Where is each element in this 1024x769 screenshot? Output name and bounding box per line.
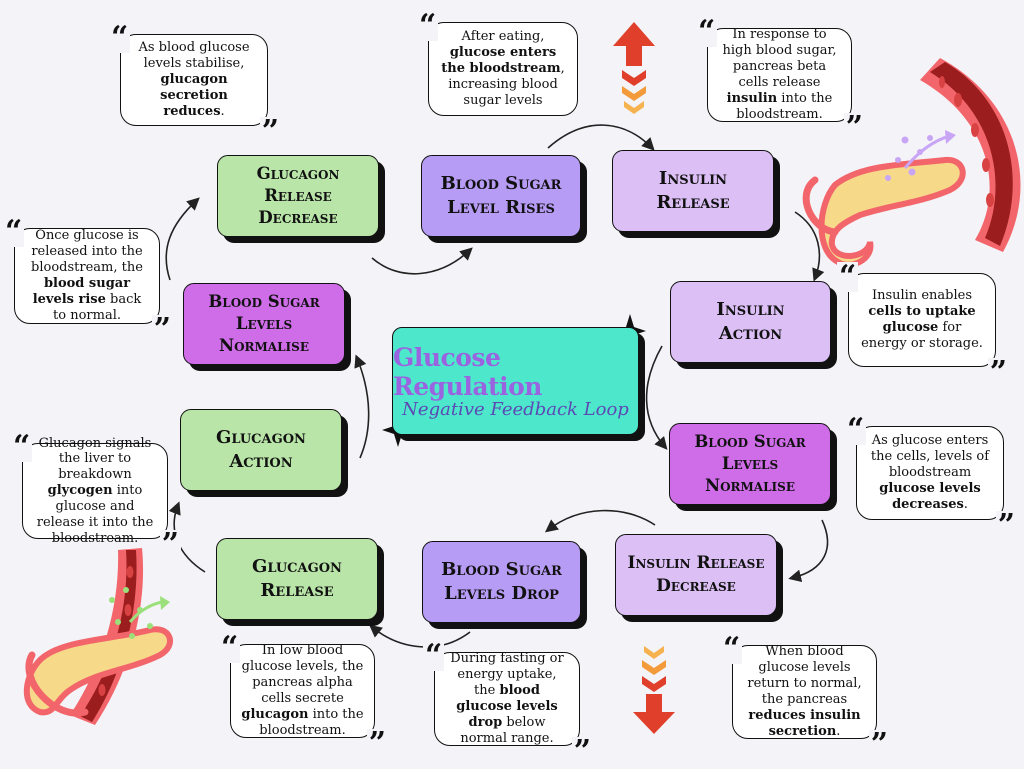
connector-action-to-normalise xyxy=(645,345,668,450)
open-quote-icon: “ xyxy=(109,20,131,55)
connector-normalise-to-decrease xyxy=(788,519,829,583)
open-quote-icon: “ xyxy=(845,412,867,447)
open-quote-icon: “ xyxy=(696,14,718,49)
note-normalise-right: “ As glucose enters the cells, levels of… xyxy=(845,412,1017,543)
note-glucagon-action: “ Glucagon signals the liver to breakdow… xyxy=(11,429,181,562)
pancreas-glucagon-illustration xyxy=(23,548,173,725)
connector-decrease-to-drop xyxy=(544,509,656,533)
cycle-connectors xyxy=(165,124,829,648)
step-label-line2: Release xyxy=(260,580,334,601)
open-quote-icon: “ xyxy=(417,8,439,43)
step-label-line1: Insulin xyxy=(716,298,785,320)
step-label-line1: Blood Sugar xyxy=(441,558,562,580)
up-arrow-icon xyxy=(613,22,655,114)
connector-drop-to-glucagon-release xyxy=(369,624,471,648)
open-quote-icon: “ xyxy=(837,259,859,294)
open-quote-icon: “ xyxy=(3,214,25,249)
step-label-line1: Insulin Release xyxy=(627,553,765,574)
note-glucagon-decrease: “ As blood glucose levels stabilise, glu… xyxy=(109,20,281,149)
step-label-line2: Levels Normalise xyxy=(705,453,795,496)
close-quote-icon: ” xyxy=(151,312,173,347)
connector-decrease-to-rises xyxy=(371,247,473,275)
close-quote-icon: ” xyxy=(987,355,1009,390)
note-insulin-action: “ Insulin enables cells to uptake glucos… xyxy=(837,259,1009,390)
close-quote-icon: ” xyxy=(259,114,281,149)
step-label-line1: Glucagon xyxy=(252,555,342,577)
close-quote-icon: ” xyxy=(571,734,593,769)
connector-rises-to-insulin-release xyxy=(547,124,655,151)
note-normalise-left: “ Once glucose is released into the bloo… xyxy=(3,214,173,347)
open-quote-icon: “ xyxy=(423,638,445,673)
close-quote-icon: ” xyxy=(843,110,865,145)
step-label-line1: Blood Sugar xyxy=(440,172,562,194)
step-label-line2: Decrease xyxy=(656,576,736,596)
step-label-line2: Release xyxy=(656,192,730,213)
note-glucagon-release: “ In low blood glucose levels, the pancr… xyxy=(219,630,388,761)
diagram-subtitle: Negative Feedback Loop xyxy=(402,398,629,420)
step-label-line1: Blood Sugar xyxy=(208,291,320,311)
open-quote-icon: “ xyxy=(219,630,241,665)
note-after-eating: “ After eating, glucose enters the blood… xyxy=(417,11,578,116)
step-label-line2: Action xyxy=(229,451,293,472)
open-quote-icon: “ xyxy=(11,429,33,464)
step-label-line1: Insulin xyxy=(658,167,728,189)
step-label-line2: Action xyxy=(718,323,783,344)
step-label-line2: Release Decrease xyxy=(258,185,338,228)
step-label-line1: Blood Sugar xyxy=(694,431,806,451)
step-label-line2: Levels Normalise xyxy=(219,313,309,356)
close-quote-icon: ” xyxy=(868,727,890,762)
diagram-title: Glucose Regulation xyxy=(393,342,542,401)
step-label-line2: Levels Drop xyxy=(444,583,559,604)
step-label-line2: Level Rises xyxy=(447,197,555,218)
close-quote-icon: ” xyxy=(366,726,388,761)
step-label-line1: Glucagon xyxy=(216,426,306,448)
step-label-line1: Glucagon xyxy=(256,163,340,183)
connector-normalise-left-to-decrease xyxy=(165,197,200,281)
connector-action-to-normalise-left xyxy=(354,354,370,459)
note-fasting: “ During fasting or energy uptake, the b… xyxy=(423,638,593,769)
close-quote-icon: ” xyxy=(995,508,1017,543)
down-arrow-icon xyxy=(633,646,675,734)
close-quote-icon: ” xyxy=(159,527,181,562)
center-title-card: Glucose Regulation Negative Feedback Loo… xyxy=(392,327,639,435)
note-insulin-decrease: “ When blood glucose levels return to no… xyxy=(721,631,890,762)
connector-insulin-release-to-action xyxy=(794,211,825,282)
note-insulin-release: “ In response to high blood sugar, pancr… xyxy=(696,14,865,145)
open-quote-icon: “ xyxy=(721,631,743,666)
